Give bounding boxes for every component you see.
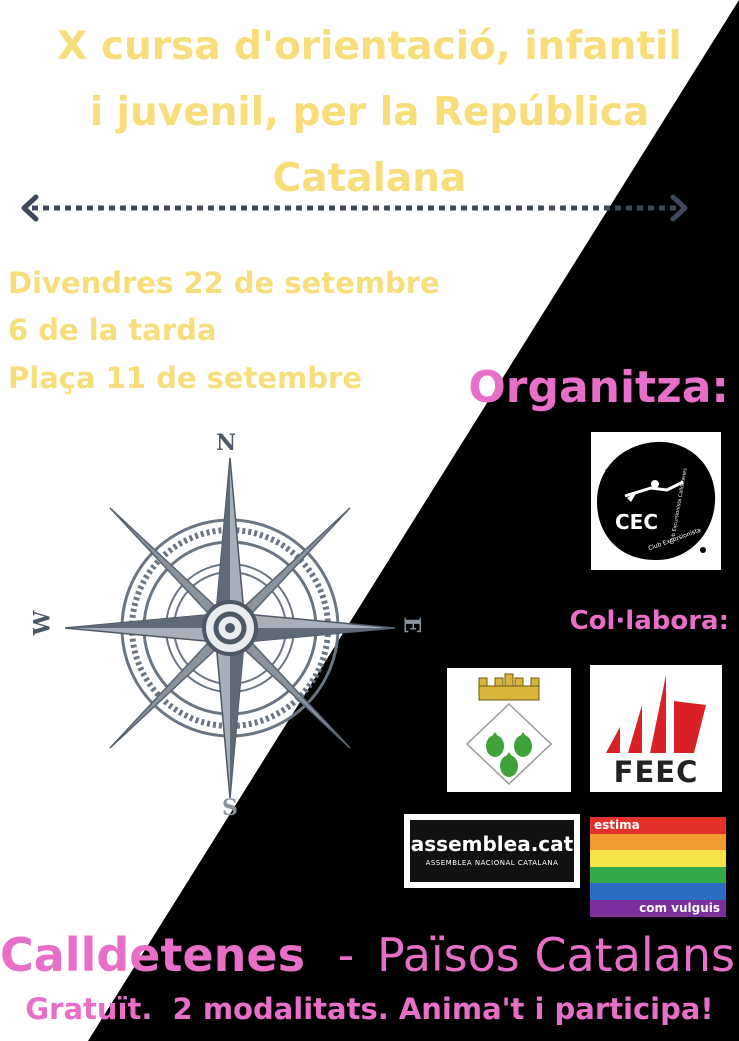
title-line-2: i juvenil, per la República [89,90,650,135]
compass-south-label: S [222,795,238,821]
organitza-label: Organitza: [468,362,729,413]
compass-rose-icon [64,457,396,799]
poster-title: X cursa d'orientació, infantil i juvenil… [0,14,739,212]
estima-bottom-text: com vulguis [639,901,720,915]
assemblea-name: assemblea.cat [410,832,574,856]
compass-east-label: E [398,616,425,634]
coat-of-arms-icon [465,673,553,786]
assemblea-inner [410,820,574,882]
location-separator: - [337,928,355,982]
assemblea-subtitle: ASSEMBLEA NACIONAL CATALANA [425,859,559,867]
feec-text: FEEC [613,755,699,789]
compass-west-label: W [29,610,56,636]
assemblea-logo: assemblea.cat ASSEMBLEA NACIONAL CATALAN… [404,814,580,888]
estima-top-text: estima [594,818,640,832]
collabora-label: Col·labora: [569,606,729,636]
double-arrow-icon [21,194,688,222]
event-time: 6 de la tarda [8,313,217,347]
region-name: Països Catalans [377,928,735,982]
estima-com-vulguis-logo: estima com vulguis [590,817,726,917]
event-place: Plaça 11 de setembre [8,361,363,395]
cec-initials: CEC [615,510,659,534]
cec-logo: CEC Club Excursionista Calldetenes Club … [591,432,721,570]
town-name: Calldetenes [0,928,305,982]
compass-north-label: N [216,430,237,456]
title-line-1: X cursa d'orientació, infantil [57,24,682,69]
event-date: Divendres 22 de setembre [8,266,440,300]
black-triangle [88,0,739,1041]
title-line-3: Catalana [272,156,467,201]
cec-logo-icon [597,441,716,561]
tagline: Gratuït. 2 modalitats. Anima't i partici… [25,992,714,1026]
location-line: Calldetenes - Països Catalans [0,928,735,982]
coat-of-arms-logo [447,668,571,792]
feec-mountains-icon [606,675,706,753]
feec-logo: FEEC [590,665,722,792]
